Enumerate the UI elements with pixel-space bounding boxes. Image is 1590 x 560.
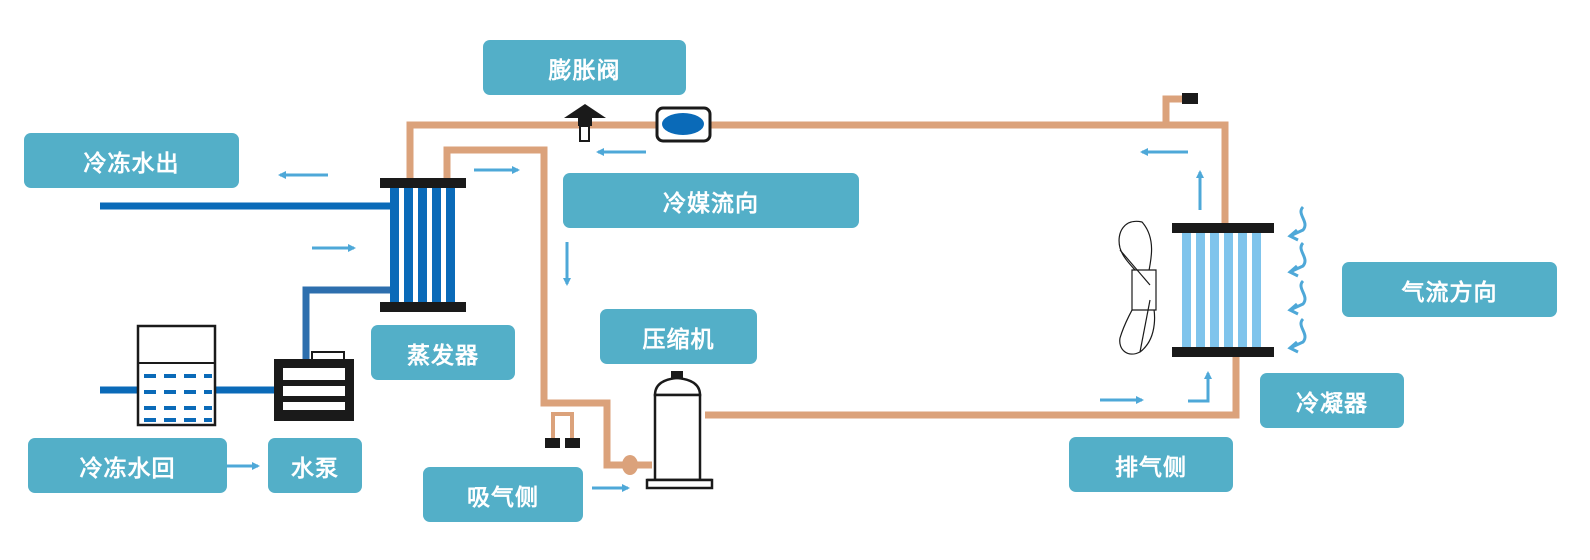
evaporator-icon [380, 178, 466, 312]
pump-to-evaporator-pipe [302, 286, 390, 360]
suction-fitting [622, 455, 638, 475]
valve-sensor-icon [564, 104, 606, 142]
condenser-icon [1172, 223, 1274, 357]
airflow-direction-label: 气流方向 [1342, 262, 1557, 317]
refrigerant-flow-label: 冷媒流向 [563, 173, 859, 228]
suction-line [443, 146, 652, 469]
liquid-line [406, 121, 1229, 228]
chilled-water-out-label: 冷冻水出 [24, 133, 239, 188]
service-port-cap-right [565, 438, 580, 448]
water-pump-label: 水泵 [268, 438, 362, 493]
evaporator-label: 蒸发器 [371, 325, 515, 380]
compressor-label: 压缩机 [600, 309, 757, 364]
suction-side-label: 吸气侧 [423, 467, 583, 522]
airflow-arrows [1287, 205, 1307, 354]
condenser-sensor-stub [1162, 95, 1186, 125]
flow-arrows [222, 148, 1212, 492]
expansion-valve-label: 膨胀阀 [483, 40, 686, 95]
condenser-label: 冷凝器 [1260, 373, 1404, 428]
fan-icon [1118, 220, 1157, 355]
arrow-condenser-bottom [1188, 371, 1212, 403]
discharge-side-label: 排气侧 [1069, 437, 1233, 492]
compressor-icon [645, 371, 714, 490]
expansion-valve-icon [655, 106, 712, 143]
water-pump-icon [274, 351, 354, 421]
refrigerant-pipes [406, 95, 1240, 469]
service-port-cap-left [545, 438, 560, 448]
water-tank-icon [136, 324, 217, 427]
sensor-icon [1182, 93, 1198, 104]
water-pipes [100, 202, 390, 394]
chilled-water-return-label: 冷冻水回 [28, 438, 227, 493]
discharge-line [705, 352, 1240, 419]
service-port-line [551, 412, 574, 440]
